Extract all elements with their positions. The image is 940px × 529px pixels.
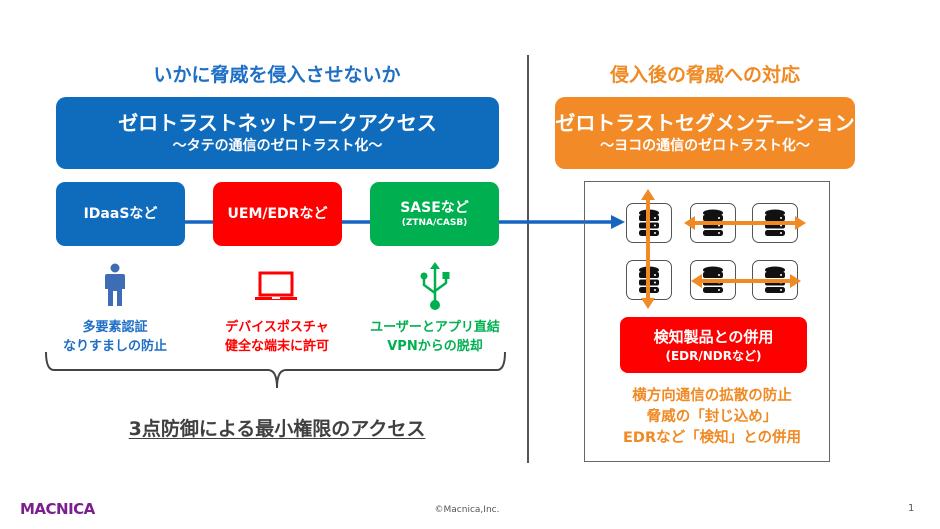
detection-products-title: 検知製品との併用 (653, 327, 774, 346)
zero-trust-segmentation-subtitle: ～ヨコの通信のゼロトラスト化～ (600, 138, 810, 154)
uem-edr-description-line-1: デバイスポスチャ (225, 320, 329, 335)
database-icon (639, 266, 659, 293)
summary-text: 3点防御による最小権限のアクセス (128, 418, 426, 440)
curly-brace (45, 351, 506, 389)
database-icon (765, 266, 785, 293)
idaas-description: 多要素認証 なりすましの防止 (63, 318, 167, 356)
uem-edr-label: UEM/EDRなど (227, 206, 328, 222)
benefit-line-1: 横方向通信の拡散の防止 (632, 388, 792, 404)
zero-trust-network-access-box: ゼロトラストネットワークアクセス ～タテの通信のゼロトラスト化～ (56, 97, 499, 169)
sase-description-line-2: VPNからの脱却 (387, 339, 483, 354)
idaas-description-line-1: 多要素認証 (82, 320, 148, 335)
usb-icon (420, 262, 450, 310)
sase-box: SASEなど (ZTNA/CASB) (370, 182, 499, 246)
laptop-icon (255, 271, 297, 300)
horizontal-double-arrow-row-2 (691, 274, 801, 288)
sase-description: ユーザーとアプリ直結 VPNからの脱却 (370, 318, 500, 356)
zero-trust-segmentation-title: ゼロトラストセグメンテーション (555, 111, 855, 135)
zero-trust-network-access-title: ゼロトラストネットワークアクセス (118, 111, 437, 135)
segmentation-container (584, 181, 830, 462)
sase-sublabel: (ZTNA/CASB) (401, 217, 468, 228)
idaas-description-line-2: なりすましの防止 (62, 339, 168, 354)
uem-edr-box: UEM/EDRなど (213, 182, 342, 246)
segmentation-benefits: 横方向通信の拡散の防止 脅威の「封じ込め」 EDRなど「検知」との併用 (623, 386, 801, 449)
macnica-logo: MACNICA (20, 500, 95, 518)
detection-products-subtitle: (EDR/NDRなど) (665, 348, 762, 363)
horizontal-double-arrow-row-1 (684, 216, 806, 230)
connector-arrowhead (611, 215, 625, 229)
sase-description-line-1: ユーザーとアプリ直結 (370, 320, 500, 335)
copyright-text: ©Macnica,Inc. (434, 505, 500, 515)
section-divider (527, 55, 529, 463)
idaas-box: IDaaSなど (56, 182, 185, 246)
left-heading: いかに脅威を侵入させないか (153, 64, 401, 86)
zero-trust-network-access-subtitle: ～タテの通信のゼロトラスト化～ (172, 138, 383, 154)
detection-products-box: 検知製品との併用 (EDR/NDRなど) (620, 317, 807, 373)
page-number: 1 (908, 503, 915, 514)
zero-trust-segmentation-box: ゼロトラストセグメンテーション ～ヨコの通信のゼロトラスト化～ (555, 97, 855, 169)
uem-edr-description: デバイスポスチャ 健全な端末に許可 (225, 318, 329, 356)
vertical-double-arrow (641, 189, 655, 309)
idaas-label: IDaaSなど (83, 206, 158, 222)
benefit-line-2: 脅威の「封じ込め」 (646, 409, 778, 425)
right-heading: 侵入後の脅威への対応 (609, 64, 801, 86)
benefit-line-3: EDRなど「検知」との併用 (623, 430, 801, 446)
sase-label: SASEなど (400, 199, 469, 216)
uem-edr-description-line-2: 健全な端末に許可 (224, 339, 330, 354)
person-icon (105, 263, 125, 306)
